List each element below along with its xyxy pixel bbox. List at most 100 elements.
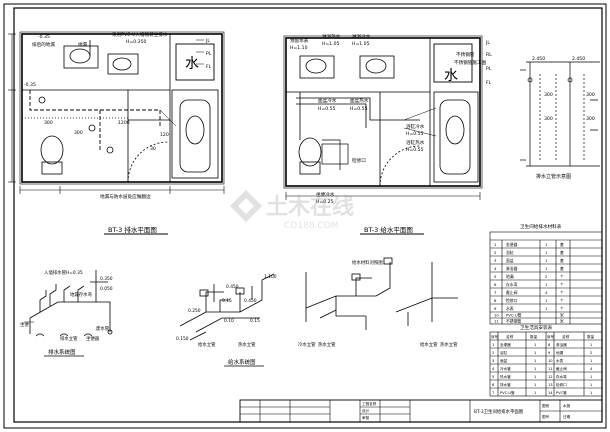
plan-drainage-labels: -0.35 排后的地漏 地漏 采用PVC-U入墙暗装坐排水 H=0.350 JL… <box>24 31 212 200</box>
table-cell: 1 <box>534 351 536 355</box>
label: 0.15 <box>250 318 260 324</box>
table-cell: 1 <box>492 343 494 347</box>
table-cell: 地漏 <box>556 350 564 355</box>
table-cell: 14 <box>548 391 553 395</box>
label: 面盆冷水 <box>318 97 337 104</box>
table-cell: 米 <box>560 319 564 324</box>
label: 坐便 <box>20 321 29 328</box>
label: 0.250 <box>188 308 201 314</box>
table-cell: 水表 <box>506 306 514 311</box>
table-cell: 4 <box>590 367 593 371</box>
label: 排水立管 <box>60 335 78 342</box>
table-cell: 1 <box>590 391 592 395</box>
table-cell: 套 <box>560 258 564 263</box>
label: 坐便冷水 <box>316 191 335 198</box>
table-cell: 8 <box>494 298 497 303</box>
title-block <box>239 399 603 423</box>
plan-water-supply-labels: 预留水表 H=1.10 淋浴热水 H=1.05 淋浴冷水 H=1.05 面盆冷水… <box>290 33 492 205</box>
table-materials-cells: 1 坐便器 1 套 2 浴缸 1 套 3 面盆 1 套 4 淋浴器 1 套 5 … <box>494 242 564 324</box>
table-header: 序号 <box>547 334 555 339</box>
iso-drainage-title: 排水系统图 <box>48 348 76 356</box>
table-cell: 排水管 <box>500 382 511 387</box>
iso-water-supply <box>179 273 275 341</box>
label: H=0.55 <box>318 106 336 112</box>
label: FL <box>206 64 212 70</box>
plan-drainage-title: BT-3 排水平面图 <box>108 225 157 234</box>
table-cell: 1 <box>545 266 548 271</box>
table-header: 名称 <box>562 334 570 339</box>
table-cell: 1 <box>534 343 536 347</box>
table-cell: 1 <box>545 282 548 287</box>
label: 废水管 <box>96 325 110 332</box>
table-cell: 不锈钢管 <box>506 319 521 324</box>
table-cell: 米 <box>560 313 564 318</box>
table-cell: 面盆 <box>506 258 514 263</box>
label: 检修口 <box>352 157 366 164</box>
iso-material-labels: 给水材料对照图 冷水立管 热水立管 给水立管 热水立管 <box>298 259 458 348</box>
table-cell: 3 <box>492 359 494 363</box>
label: 热水立管 <box>238 341 256 348</box>
label: 300 <box>586 92 595 98</box>
table-cell: 9 <box>548 351 551 355</box>
table-cell: 1 <box>590 343 592 347</box>
plan-drainage <box>8 31 225 194</box>
label: FL <box>486 80 492 86</box>
table-fixtures-cells: 序号 名称 数量 序号 名称 数量 1 坐便器 1 8 淋浴器 1 2 浴缸 1… <box>491 334 595 395</box>
label: 0.050 <box>100 286 113 292</box>
label: 不锈钢管施工图 <box>454 59 487 66</box>
table-cell: 5 <box>492 375 494 379</box>
table-fixtures-title: 卫生洁具安装表 <box>520 324 553 331</box>
label: 淋浴热水 <box>322 33 341 40</box>
label: 冷水立管 <box>298 341 316 348</box>
table-cell: 1 <box>545 250 548 255</box>
table-cell: 1 <box>534 375 536 379</box>
table-cell: 1 <box>545 298 548 303</box>
title-block-text: 工程名称 设计 审核 图别 水施 图号 日期 BT-3卫生间给排水平面图 <box>362 401 571 420</box>
label: 淋浴冷水 <box>352 33 371 40</box>
table-cell: 水表 <box>556 358 564 363</box>
label: 0.450 <box>244 298 257 304</box>
table-cell: 1 <box>545 242 548 247</box>
table-fixtures <box>489 331 603 397</box>
table-cell: 1 <box>590 359 592 363</box>
table-cell: 1 <box>590 375 592 379</box>
table-cell: 套 <box>560 266 564 271</box>
table-cell: 11 <box>548 367 553 371</box>
label: H=0.25 <box>316 199 334 205</box>
label: 300 <box>74 130 83 136</box>
label: 水 <box>185 56 199 72</box>
iso-water-supply-labels: 0.450 1.100 0.15 0.450 0.10 0.15 0.250 0… <box>176 274 277 348</box>
table-cell: 12 <box>548 375 553 379</box>
watermark-main-text: 土木在线 <box>266 194 354 220</box>
outer-frame <box>3 3 607 429</box>
label: 给水立管 <box>198 341 216 348</box>
table-cell: 1 <box>545 306 548 311</box>
iso-water-supply-title: 给水系统图 <box>228 358 256 366</box>
label: 给水立管 <box>420 341 438 348</box>
table-cell: PVC-U管 <box>506 313 522 318</box>
title-block-cell: 设计 <box>362 408 370 413</box>
table-cell: 8 <box>548 343 551 347</box>
table-cell: 浴缸 <box>500 350 508 355</box>
watermark-sub-text: CO188.COM <box>284 221 339 231</box>
table-cell: 10 <box>494 313 499 318</box>
table-cell: 存水弯 <box>506 282 518 287</box>
label: H=0.55 <box>406 131 424 137</box>
table-cell: 1 <box>534 383 536 387</box>
label: 坐便器 <box>86 335 100 342</box>
plan-water-supply-title: BT-3 给水平面图 <box>364 225 413 234</box>
title-block-cell: 日期 <box>563 414 571 419</box>
label: 热水立管 <box>440 341 458 348</box>
table-cell: 1 <box>534 391 536 395</box>
watermark: 土木在线 CO188.COM <box>230 190 354 231</box>
label: H=0.350 <box>126 39 147 45</box>
table-materials-title: 卫生间给排水材料表 <box>520 223 562 230</box>
iso-drainage <box>24 270 113 337</box>
table-cell: 2 <box>492 351 494 355</box>
table-cell: 2 <box>545 274 548 279</box>
label: 排后的地漏 <box>32 41 55 48</box>
table-cell: 13 <box>548 383 553 387</box>
label: 0.350 <box>100 276 113 282</box>
label: 2.450 <box>572 56 585 62</box>
